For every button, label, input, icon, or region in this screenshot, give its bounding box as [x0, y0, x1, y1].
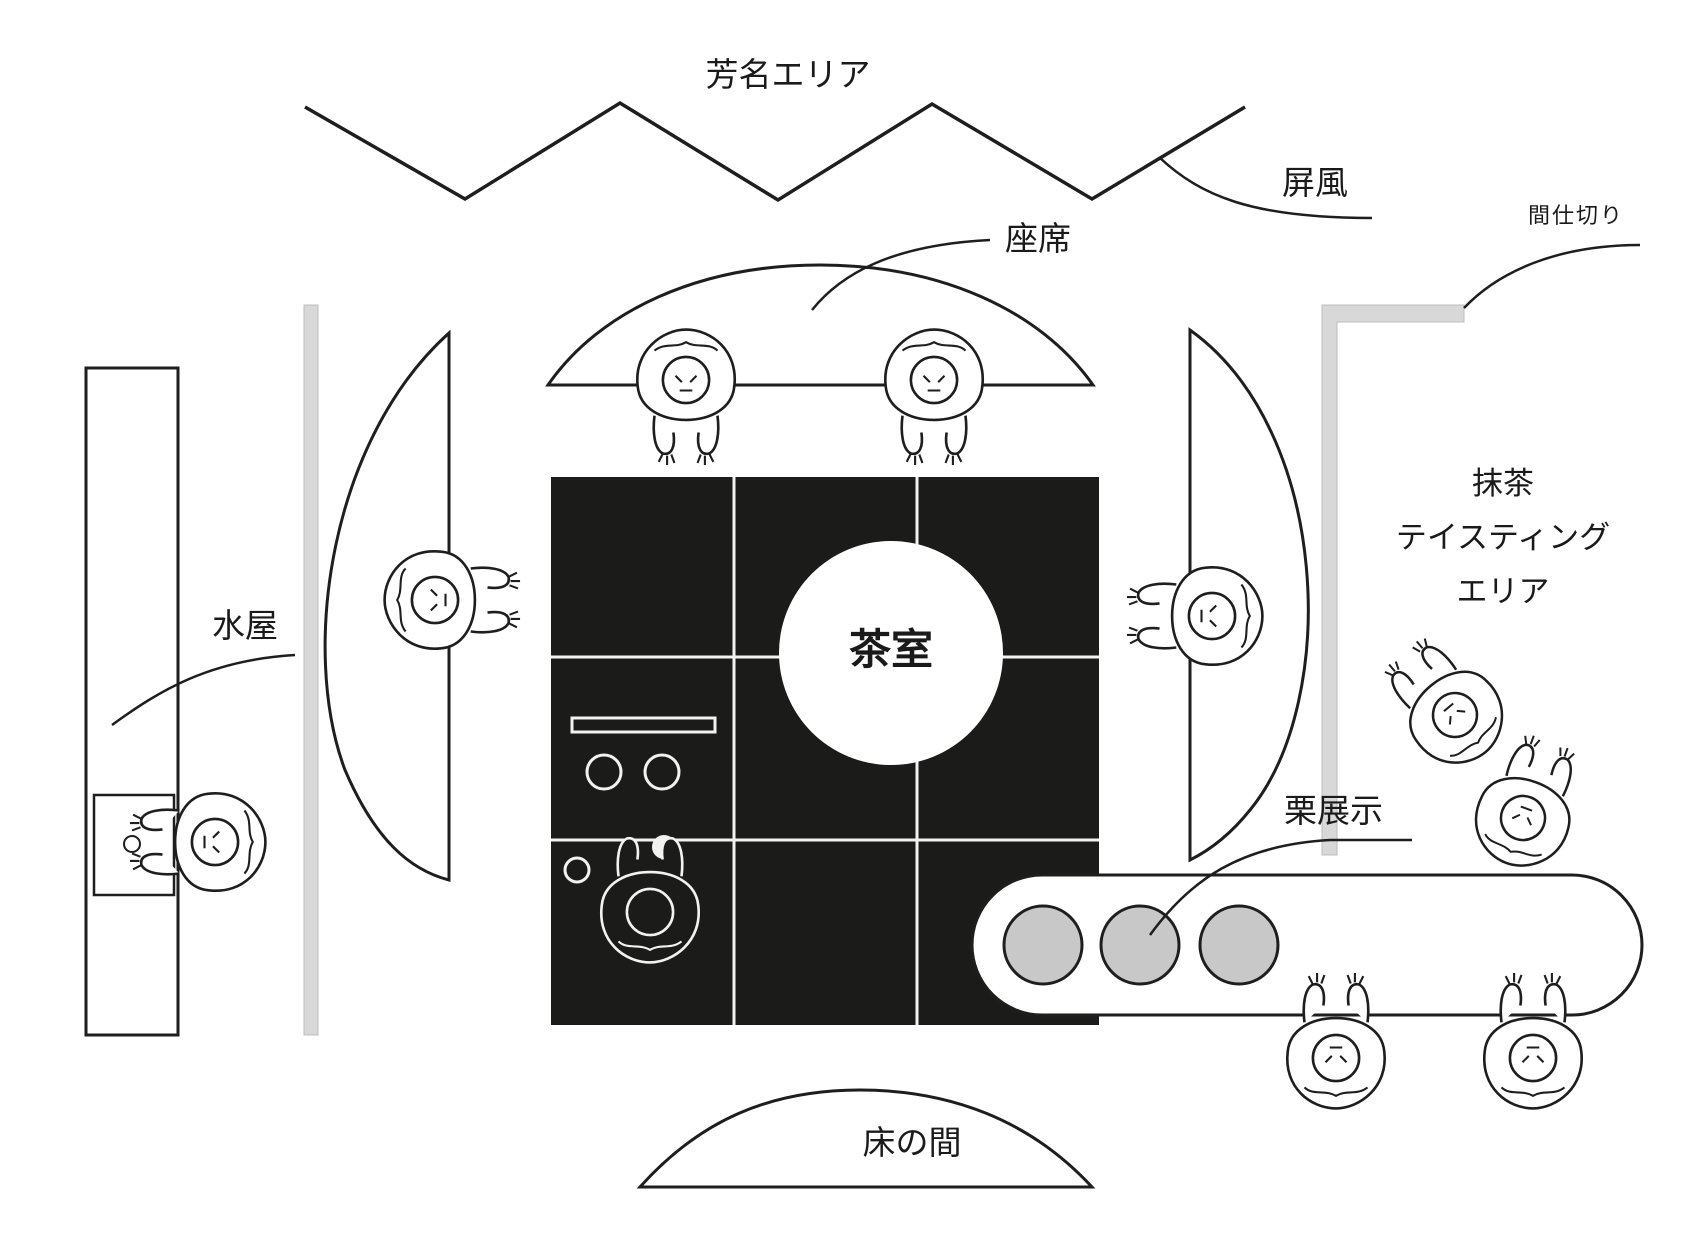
label-tokonoma: 床の間	[862, 1123, 962, 1162]
tasting-visitor-1	[1366, 621, 1523, 783]
label-partition: 間仕切り	[1528, 204, 1625, 229]
seating-leader	[811, 238, 991, 311]
byobu-screen	[304, 100, 1246, 203]
guest-figure-top-1	[635, 328, 737, 467]
label-chashitsu: 茶室	[848, 625, 934, 674]
chestnut-2	[1099, 904, 1181, 986]
tea-bowl-1	[585, 753, 623, 791]
byobu-leader	[1159, 157, 1373, 220]
chestnut-leader	[1148, 838, 1412, 936]
seating-arc	[545, 263, 1096, 387]
tokonoma-arc	[636, 1088, 1096, 1189]
label-matcha-line-3: エリア	[1456, 574, 1550, 610]
tea-bowl-3	[563, 856, 591, 884]
mizuya-leader	[111, 653, 296, 727]
label-mizuya: 水屋	[212, 606, 278, 645]
label-matcha-line-2: テイスティング	[1395, 520, 1611, 556]
partition-right	[1321, 304, 1465, 856]
guest-figure-right	[1125, 565, 1264, 667]
chestnut-1	[1002, 904, 1084, 986]
sink-drain	[123, 835, 141, 853]
label-homei-area: 芳名エリア	[705, 55, 871, 94]
guest-figure-top-2	[883, 328, 985, 467]
partition-leader	[1463, 243, 1641, 309]
guest-figure-left	[383, 549, 522, 651]
mizuya-counter	[84, 366, 180, 1037]
chestnut-3	[1198, 904, 1280, 986]
label-seating: 座席	[1005, 219, 1071, 258]
label-matcha-tasting-area: 抹茶 テイスティング エリア	[1396, 457, 1610, 619]
tea-bowl-2	[643, 753, 681, 791]
label-byobu: 屏風	[1282, 163, 1348, 202]
tearoom-circle	[779, 541, 1003, 765]
tea-utensil-tray	[570, 716, 717, 734]
label-matcha-line-1: 抹茶	[1472, 466, 1534, 502]
partition-left	[303, 304, 319, 1036]
label-kuri-tenji: 栗展示	[1284, 791, 1383, 830]
